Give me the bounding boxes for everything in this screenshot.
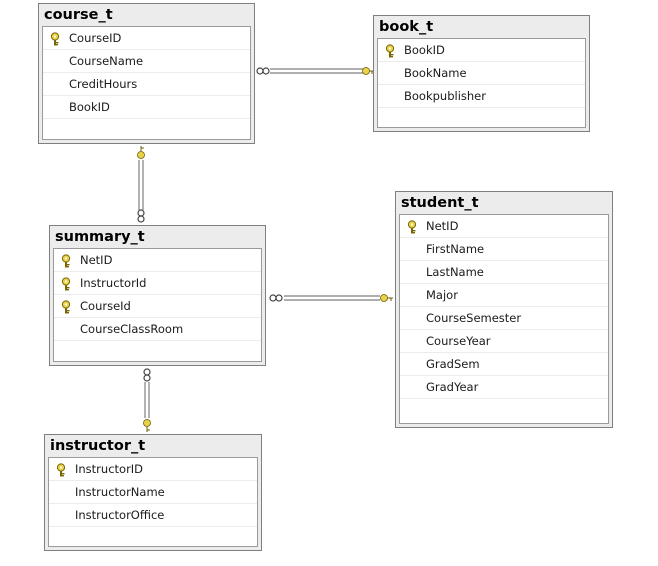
column-name: CourseYear (426, 334, 491, 348)
infinity-icon (137, 209, 145, 223)
column-row[interactable]: GradYear (400, 376, 608, 399)
primary-key-icon (60, 299, 72, 314)
relationship-summary-instructor[interactable] (143, 368, 151, 432)
column-row[interactable]: BookID (43, 96, 250, 119)
column-row[interactable]: GradSem (400, 353, 608, 376)
key-icon (380, 294, 393, 302)
column-row[interactable]: NetID (54, 249, 261, 272)
primary-key-icon (60, 253, 72, 268)
column-name: CourseId (80, 299, 131, 313)
column-name: InstructorID (75, 462, 144, 476)
column-name: CourseSemester (426, 311, 522, 325)
relationship-summary-student[interactable] (269, 294, 393, 302)
column-row[interactable]: CourseId (54, 295, 261, 318)
column-row[interactable]: CourseID (43, 27, 250, 50)
primary-key-icon (49, 31, 61, 46)
column-name: NetID (80, 253, 113, 267)
primary-key-icon (55, 462, 67, 477)
column-name: CreditHours (69, 77, 138, 91)
table-title: summary_t (55, 229, 145, 245)
column-row[interactable]: FirstName (400, 238, 608, 261)
column-row[interactable]: LastName (400, 261, 608, 284)
column-row[interactable]: NetID (400, 215, 608, 238)
primary-key-icon (406, 219, 418, 234)
column-name: CourseID (69, 31, 122, 45)
column-name: InstructorId (80, 276, 147, 290)
key-icon (137, 146, 145, 159)
infinity-icon (269, 294, 283, 302)
column-name: GradYear (426, 380, 479, 394)
table-title: instructor_t (50, 438, 146, 454)
column-name: NetID (426, 219, 459, 233)
column-name: CourseClassRoom (80, 322, 184, 336)
column-name: Bookpublisher (404, 89, 486, 103)
column-row[interactable]: InstructorId (54, 272, 261, 295)
primary-key-icon (60, 276, 72, 291)
column-name: InstructorName (75, 485, 165, 499)
column-name: BookID (69, 100, 110, 114)
table-title: student_t (401, 195, 479, 211)
column-name: BookName (404, 66, 467, 80)
key-icon (143, 419, 151, 432)
table-title: course_t (44, 7, 113, 23)
column-row[interactable]: BookID (378, 39, 585, 62)
primary-key-icon (384, 43, 396, 58)
column-name: InstructorOffice (75, 508, 165, 522)
column-row[interactable]: CourseYear (400, 330, 608, 353)
relationship-course-summary[interactable] (137, 146, 145, 223)
column-name: Major (426, 288, 458, 302)
column-row[interactable]: BookName (378, 62, 585, 85)
column-row[interactable]: CourseClassRoom (54, 318, 261, 341)
column-row[interactable]: Bookpublisher (378, 85, 585, 108)
infinity-icon (143, 368, 151, 382)
column-row[interactable]: Major (400, 284, 608, 307)
infinity-icon (256, 67, 270, 75)
relationship-course-book[interactable] (256, 67, 374, 75)
column-name: CourseName (69, 54, 144, 68)
column-name: LastName (426, 265, 484, 279)
column-name: FirstName (426, 242, 485, 256)
table-title: book_t (379, 19, 434, 35)
column-row[interactable]: CourseSemester (400, 307, 608, 330)
column-row[interactable]: InstructorID (49, 458, 257, 481)
column-name: GradSem (426, 357, 480, 371)
column-row[interactable]: CourseName (43, 50, 250, 73)
column-row[interactable]: InstructorName (49, 481, 257, 504)
column-row[interactable]: InstructorOffice (49, 504, 257, 527)
column-name: BookID (404, 43, 445, 57)
column-row[interactable]: CreditHours (43, 73, 250, 96)
